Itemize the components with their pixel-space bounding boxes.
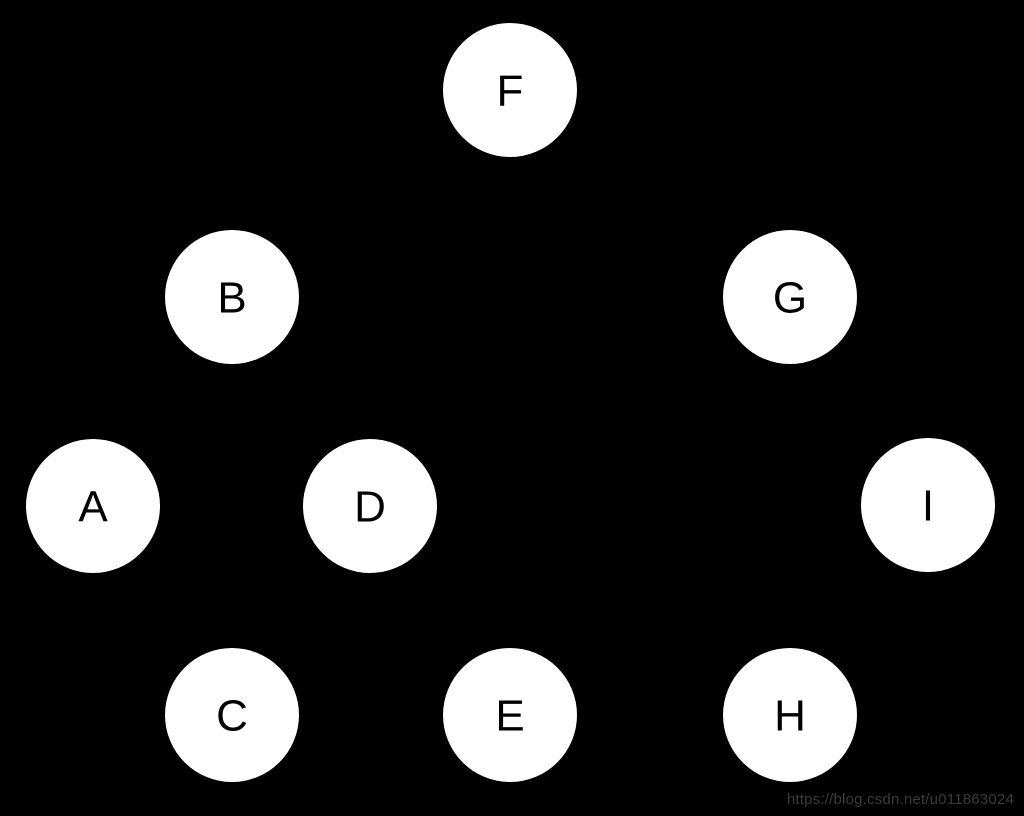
node-circle-c[interactable] xyxy=(165,648,299,782)
graph-node-b[interactable]: B xyxy=(165,230,299,364)
node-label-c: C xyxy=(216,692,248,741)
nodes-layer: A B C D E F G H I xyxy=(26,23,995,782)
graph-node-e[interactable]: E xyxy=(443,648,577,782)
graph-node-d[interactable]: D xyxy=(303,439,437,573)
node-circle-b[interactable] xyxy=(165,230,299,364)
graph-node-a[interactable]: A xyxy=(26,439,160,573)
node-label-h: H xyxy=(774,692,806,741)
graph-node-c[interactable]: C xyxy=(165,648,299,782)
node-label-g: G xyxy=(773,274,807,323)
node-circle-g[interactable] xyxy=(723,230,857,364)
node-circle-a[interactable] xyxy=(26,439,160,573)
node-circle-e[interactable] xyxy=(443,648,577,782)
node-label-e: E xyxy=(495,692,524,741)
graph-node-g[interactable]: G xyxy=(723,230,857,364)
node-circle-f[interactable] xyxy=(443,23,577,157)
node-circle-i[interactable] xyxy=(861,438,995,572)
node-label-a: A xyxy=(78,483,108,532)
watermark-text: https://blog.csdn.net/u011863024 xyxy=(786,791,1014,808)
node-label-d: D xyxy=(354,483,386,532)
node-label-i: I xyxy=(922,482,934,531)
graph-node-i[interactable]: I xyxy=(861,438,995,572)
graph-node-f[interactable]: F xyxy=(443,23,577,157)
node-label-b: B xyxy=(217,274,246,323)
edges-layer xyxy=(92,89,929,716)
node-label-f: F xyxy=(497,67,524,116)
node-circle-h[interactable] xyxy=(723,648,857,782)
node-circle-d[interactable] xyxy=(303,439,437,573)
graph-node-h[interactable]: H xyxy=(723,648,857,782)
